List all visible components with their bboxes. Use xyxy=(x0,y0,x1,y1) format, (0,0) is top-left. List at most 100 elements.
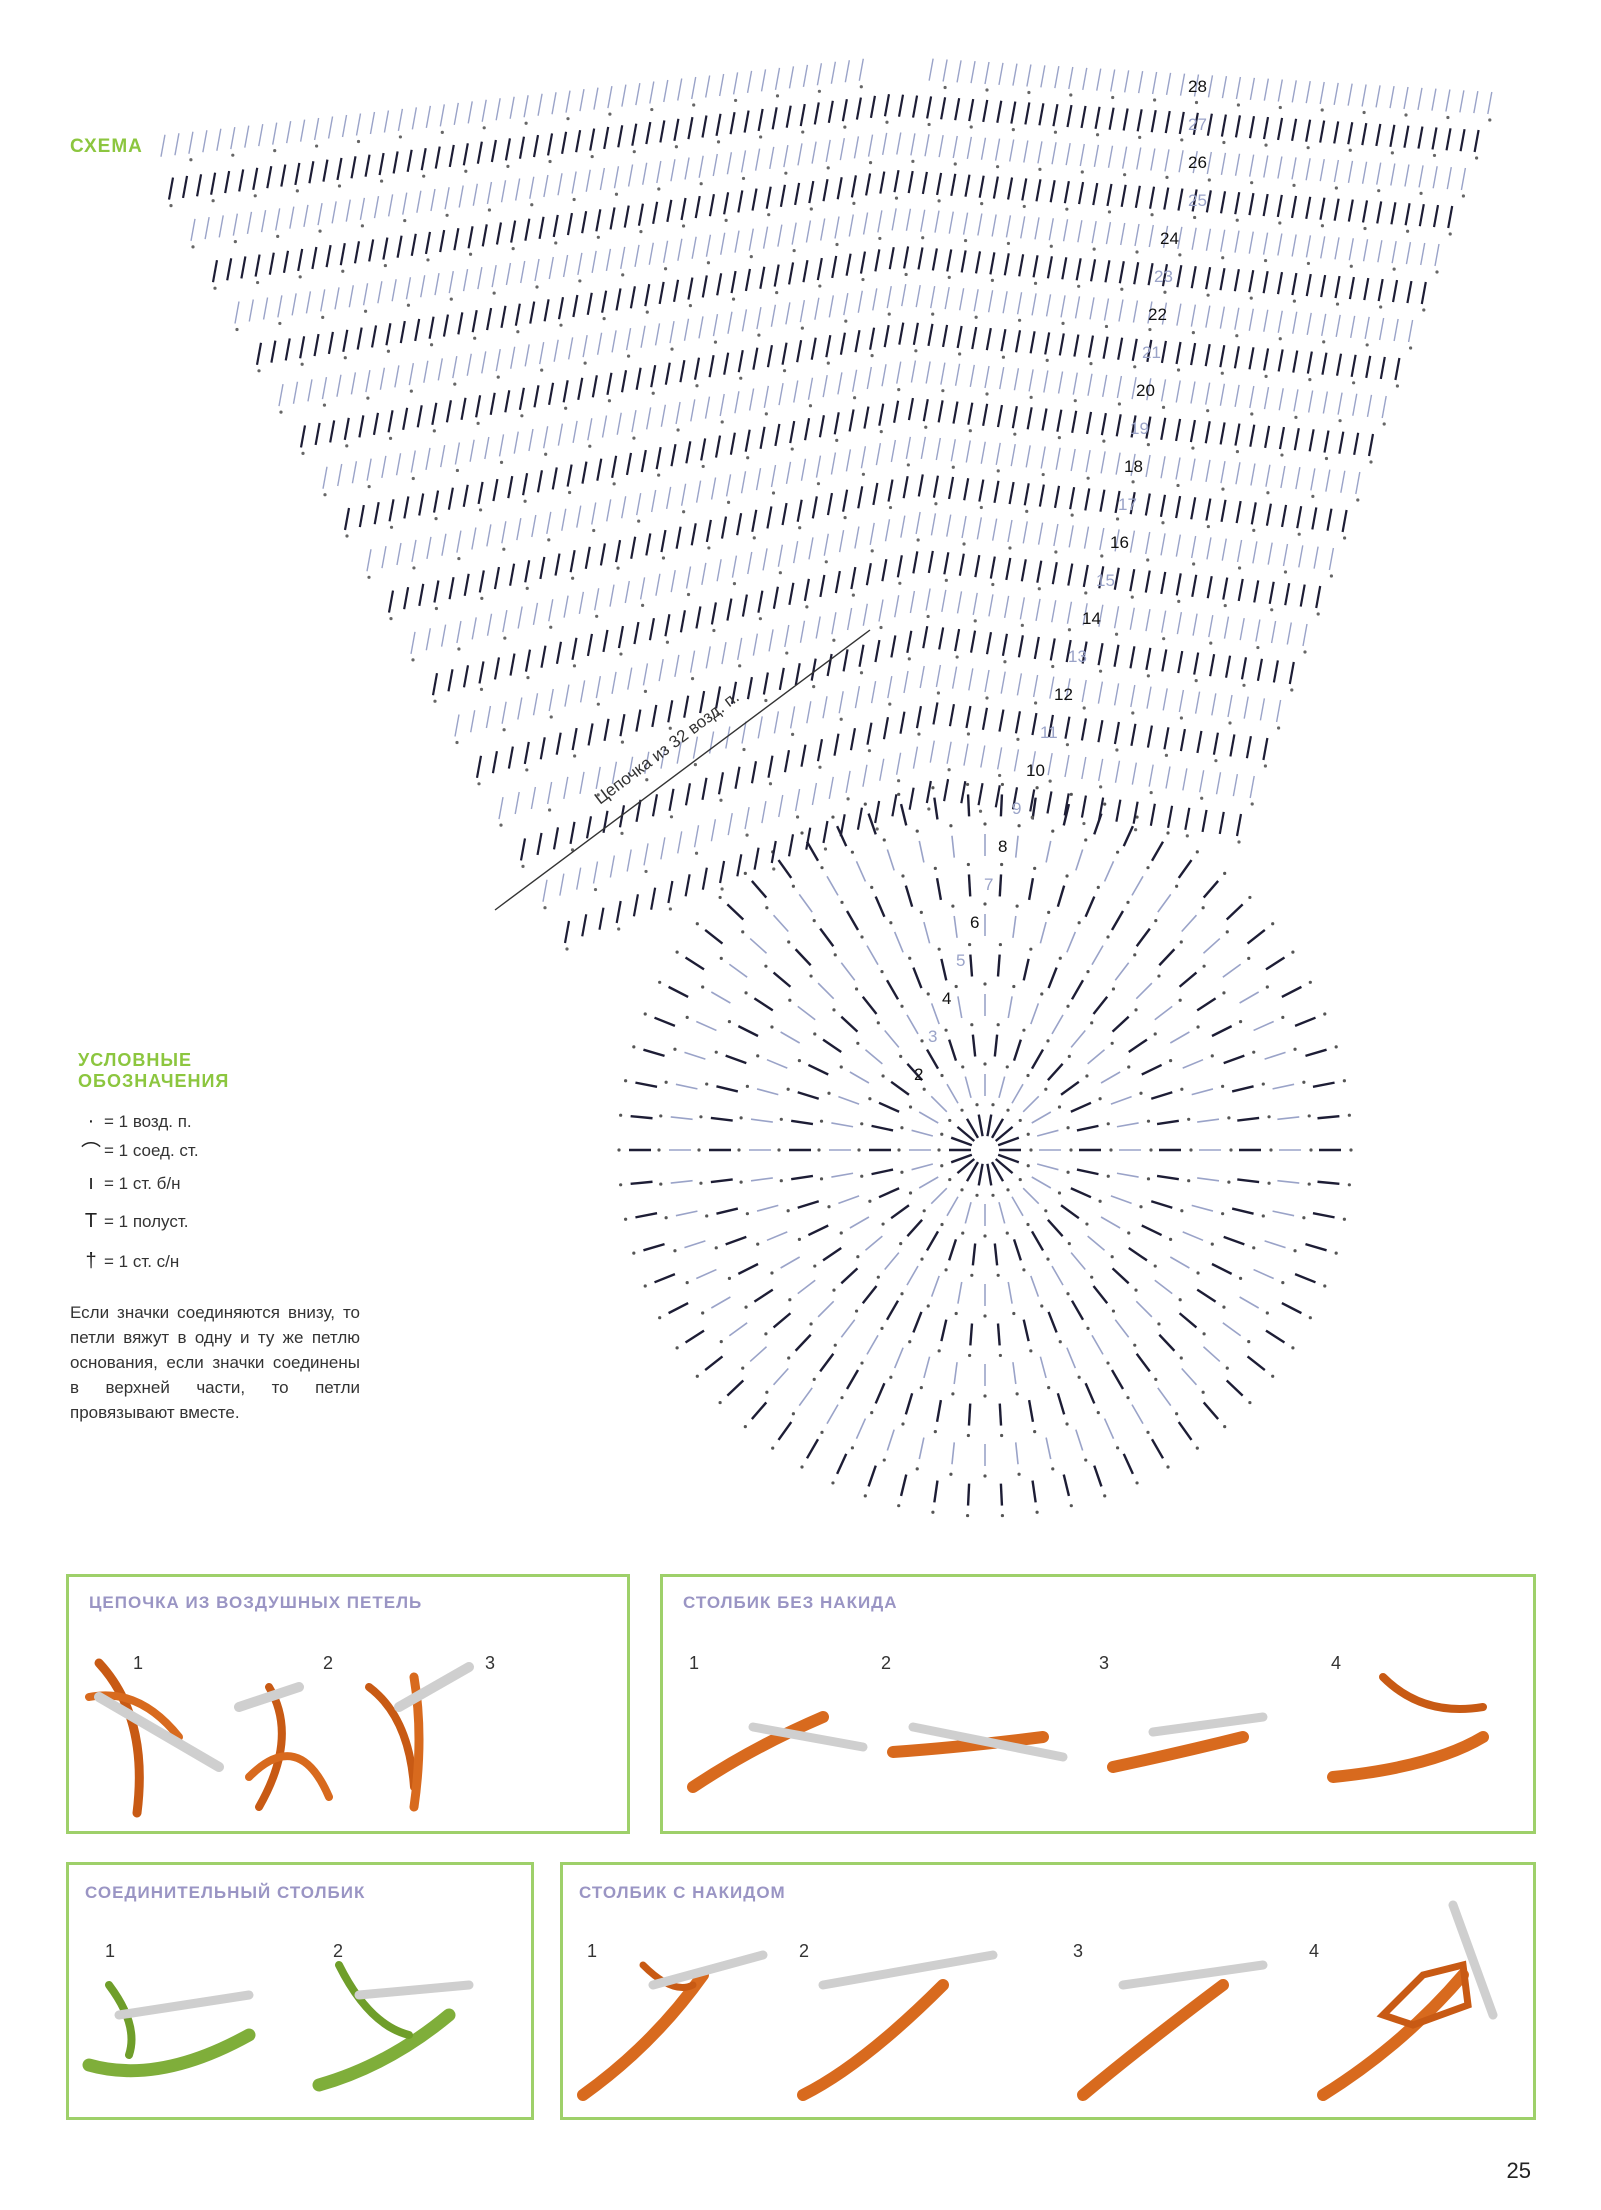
chain-dot xyxy=(745,1212,749,1216)
stitch-mark xyxy=(1250,463,1256,486)
stitch-mark xyxy=(941,589,947,613)
stitch-mark xyxy=(751,509,758,533)
chain-dot xyxy=(620,831,624,835)
chain-dot xyxy=(921,236,925,240)
stitch-mark xyxy=(1253,1268,1275,1280)
stitch-mark xyxy=(640,325,646,348)
stitch-mark xyxy=(794,948,812,967)
chain-dot xyxy=(1082,706,1086,710)
stitch-mark xyxy=(665,486,672,510)
chain-dot xyxy=(1084,1458,1088,1462)
chain-dot xyxy=(1035,1510,1039,1514)
stitch-mark xyxy=(1010,101,1017,124)
stitch-mark xyxy=(1113,683,1120,706)
stitch-mark xyxy=(1197,1177,1220,1182)
stitch-mark xyxy=(1249,385,1255,409)
stitch-mark xyxy=(941,324,949,348)
stitch-mark xyxy=(350,156,357,179)
stitch-mark xyxy=(768,629,774,652)
chain-dot xyxy=(1086,1326,1090,1331)
stitch-mark xyxy=(917,247,924,270)
stitch-mark xyxy=(1249,775,1255,799)
stitch-mark xyxy=(616,412,622,435)
stitch-mark xyxy=(614,539,622,563)
stitch-mark xyxy=(1189,419,1196,443)
stitch-mark xyxy=(710,1116,733,1122)
stitch-mark xyxy=(690,523,697,546)
stitch-mark xyxy=(1249,77,1256,100)
stitch-mark xyxy=(481,99,487,122)
step-number: 2 xyxy=(881,1653,892,1673)
stitch-mark xyxy=(336,157,343,181)
chain-dot xyxy=(1365,343,1369,347)
panel-title: СОЕДИНИТЕЛЬНЫЙ СТОЛБИК xyxy=(85,1883,366,1902)
stitch-mark xyxy=(896,132,902,155)
chain-dot xyxy=(516,330,520,334)
stitch-mark xyxy=(1231,1207,1254,1215)
stitch-mark xyxy=(819,1353,835,1373)
stitch-mark xyxy=(649,81,655,104)
stitch-mark xyxy=(1202,937,1221,954)
stitch-mark xyxy=(1162,225,1169,249)
stitch-mark xyxy=(1190,266,1197,289)
chain-dot xyxy=(1488,118,1492,122)
chain-dot xyxy=(970,1023,974,1027)
step-number: 4 xyxy=(1331,1653,1342,1673)
stitch-mark xyxy=(1160,456,1166,479)
stitch-mark xyxy=(1070,1187,1092,1199)
stitch-mark xyxy=(863,406,870,429)
stitch-mark xyxy=(1079,143,1085,167)
chain-dot xyxy=(820,1430,824,1434)
chain-illustration xyxy=(85,1658,474,1818)
stitch-mark xyxy=(629,286,636,309)
stitch-mark xyxy=(416,405,423,428)
stitch-mark xyxy=(833,733,840,756)
stitch-mark xyxy=(771,107,778,130)
chain-dot xyxy=(934,502,938,506)
chain-dot xyxy=(1236,103,1240,107)
stitch-mark xyxy=(1312,1081,1335,1088)
chain-dot xyxy=(663,267,668,271)
stitch-mark xyxy=(1219,191,1227,214)
stitch-mark xyxy=(977,1114,984,1137)
stitch-mark xyxy=(204,217,210,240)
stitch-mark xyxy=(1010,443,1016,467)
stitch-mark xyxy=(1071,410,1078,434)
stitch-mark xyxy=(1027,877,1035,901)
stitch-mark xyxy=(874,1382,886,1404)
chain-dot xyxy=(1264,143,1268,147)
stitch-mark xyxy=(1014,711,1022,734)
stitch-mark xyxy=(1219,345,1226,368)
stitch-mark xyxy=(867,813,877,835)
stitch-mark xyxy=(919,665,925,689)
chain-dot xyxy=(524,121,528,125)
chain-dot xyxy=(588,444,592,448)
stitch-mark xyxy=(1092,1285,1109,1304)
stitch-mark xyxy=(1328,547,1335,571)
stitch-mark xyxy=(883,94,891,117)
stitch-mark xyxy=(1192,613,1198,636)
chain-dot xyxy=(360,224,364,228)
stitch-mark xyxy=(896,555,903,578)
stitch-mark xyxy=(1055,447,1061,470)
stitch-mark xyxy=(1219,267,1226,291)
stitch-mark xyxy=(810,658,817,681)
stitch-mark xyxy=(1066,104,1073,128)
stitch-mark xyxy=(1246,1355,1266,1372)
chain-dot xyxy=(1015,1392,1019,1396)
chain-dot xyxy=(900,1126,904,1130)
chain-dot xyxy=(727,1020,732,1024)
chain-dot xyxy=(1034,701,1038,705)
stitch-mark xyxy=(1181,1367,1198,1386)
stitch-mark xyxy=(1253,580,1260,603)
chain-dot xyxy=(860,935,864,939)
stitch-mark xyxy=(1175,534,1182,557)
stitch-mark xyxy=(1431,127,1438,150)
stitch-mark xyxy=(866,1334,879,1355)
chain-dot xyxy=(812,685,816,689)
stitch-mark xyxy=(566,464,573,487)
stitch-mark xyxy=(1065,142,1071,166)
stitch-mark xyxy=(1276,117,1284,141)
stitch-mark xyxy=(1067,563,1074,586)
stitch-mark xyxy=(514,303,521,326)
